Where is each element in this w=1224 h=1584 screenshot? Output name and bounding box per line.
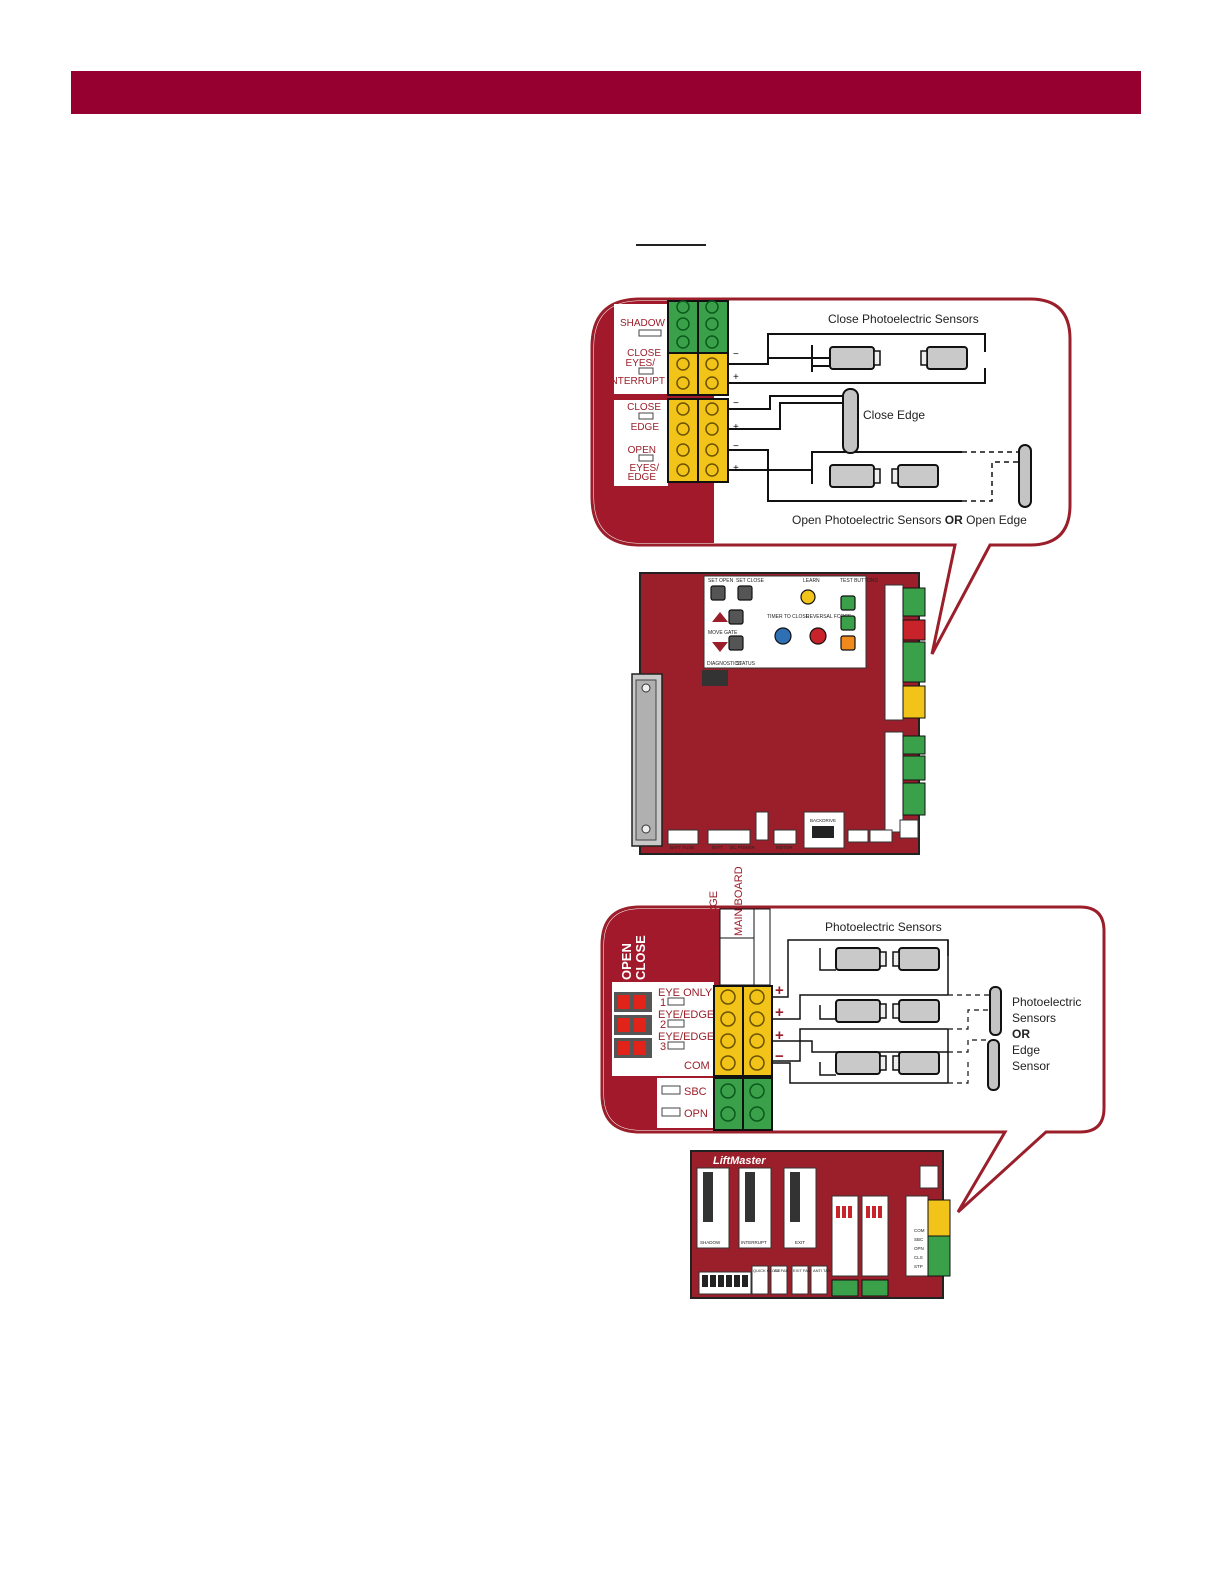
- label-com: COM: [684, 1060, 710, 1072]
- board-motor-label: MOTOR: [776, 845, 793, 850]
- label-close-eyes-1: CLOSE: [627, 348, 661, 359]
- label-open-edge-1: OPEN: [628, 445, 656, 456]
- plus-mark: +: [775, 1004, 784, 1021]
- board-buttons: [710, 585, 856, 651]
- board-test-buttons-label: TEST BUTTONS: [840, 578, 879, 584]
- board-batt-label: BATT: [712, 845, 723, 850]
- side-label-3: Edge: [1012, 1043, 1040, 1057]
- close-photo-sensor-right: [920, 346, 968, 370]
- open-edge-sensor: [1018, 444, 1032, 508]
- edge-sensor-1: [989, 986, 1002, 1036]
- board-dc-power-label: DC POWER: [730, 845, 756, 850]
- board2-exit-label: EXIT: [795, 1240, 805, 1245]
- board2-opn-label: OPN: [914, 1246, 924, 1251]
- label-opn: OPN: [684, 1108, 708, 1120]
- label-wireless-edge: WIRELESS EDGE: [708, 891, 720, 982]
- board2-interrupt-label: INTERRUPT: [741, 1240, 767, 1245]
- label-eye-only: EYE ONLY: [658, 987, 713, 999]
- label-open-edge-3: EDGE: [628, 472, 657, 483]
- wires-open-photo: [728, 449, 962, 502]
- label-sbc: SBC: [684, 1086, 707, 1098]
- board2-quick-close-label: QUICK CLOSE: [753, 1268, 781, 1273]
- label-eye-edge-3: EYE/EDGE: [658, 1031, 714, 1043]
- board2-ac-fail-label: AC FAIL: [774, 1268, 790, 1273]
- side-label-2: Sensors: [1012, 1011, 1056, 1025]
- plus-mark: +: [775, 982, 784, 999]
- minus-mark: −: [733, 441, 739, 452]
- board-brand-logo: LiftMaster: [713, 1155, 766, 1167]
- minus-mark: −: [733, 398, 739, 409]
- label-eye-edge-2: EYE/EDGE: [658, 1009, 714, 1021]
- close-edge-label: Close Edge: [863, 408, 925, 422]
- label-open: OPEN: [619, 943, 634, 980]
- close-edge-sensor: [842, 388, 859, 454]
- dip-switches: [614, 992, 652, 1058]
- plus-mark: +: [733, 463, 739, 474]
- wires-close-photo: [728, 333, 986, 384]
- label-open-edge-2: EYES/: [630, 463, 660, 474]
- open-sensors-label: Open Photoelectric Sensors OR Open Edge: [792, 513, 1027, 527]
- side-label-4: Sensor: [1012, 1059, 1050, 1073]
- photo-sensor-pair-2: [835, 999, 940, 1023]
- board-set-close-label: SET CLOSE: [736, 578, 765, 584]
- board-timer-label: TIMER TO CLOSE: [767, 614, 810, 620]
- label-shadow: SHADOW: [620, 318, 666, 329]
- label-num-1: 1: [660, 997, 666, 1009]
- photo-sensors-label: Photoelectric Sensors: [825, 920, 942, 934]
- board-set-open-label: SET OPEN: [708, 578, 734, 584]
- label-num-3: 3: [660, 1041, 666, 1053]
- board-diagnostic-display: [702, 670, 728, 686]
- board2-exit-fail-label: EXIT FAIL: [793, 1268, 812, 1273]
- board2-com-label: COM: [914, 1228, 925, 1233]
- photo-sensor-pair-3: [835, 1051, 940, 1075]
- label-num-2: 2: [660, 1019, 666, 1031]
- board2-anti-tail-label: ANTI TAIL: [813, 1268, 832, 1273]
- label-close-eyes-2: EYES/: [626, 358, 656, 369]
- label-close: CLOSE: [633, 935, 648, 980]
- open-photo-sensor-right: [891, 464, 939, 488]
- board-diagnostics-label: DIAGNOSTICS: [707, 661, 742, 667]
- board2-shadow-label: SHADOW: [700, 1240, 721, 1245]
- text-underline: [636, 244, 706, 246]
- photo-sensor-pair-1: [835, 947, 940, 971]
- plus-mark: +: [733, 372, 739, 383]
- plus-mark: +: [733, 422, 739, 433]
- side-label-or: OR: [1012, 1027, 1030, 1041]
- board-status-label: STATUS: [736, 661, 756, 667]
- board2-stp-label: STP: [914, 1264, 923, 1269]
- board-batt-fuse-label: BATT FUSE: [670, 845, 694, 850]
- minus-mark: −: [775, 1048, 784, 1065]
- page-header-bar: [71, 71, 1141, 114]
- label-main-board: MAIN BOARD: [733, 866, 745, 936]
- label-close-edge-1: CLOSE: [627, 402, 661, 413]
- plus-mark: +: [775, 1027, 784, 1044]
- board-move-gate-label: MOVE GATE: [708, 630, 738, 636]
- board2-cls-label: CLS: [914, 1255, 923, 1260]
- minus-mark: −: [733, 349, 739, 360]
- close-photo-sensors-label: Close Photoelectric Sensors: [828, 312, 979, 326]
- board2-sbc-label: SBC: [914, 1237, 924, 1242]
- label-interrupt: INTERRUPT: [608, 376, 665, 387]
- wires-close-edge: [728, 395, 843, 430]
- board-learn-label: LEARN: [803, 578, 820, 584]
- close-photo-sensor-left: [829, 346, 881, 370]
- side-label-1: Photoelectric: [1012, 995, 1081, 1009]
- label-close-edge-2: EDGE: [631, 422, 660, 433]
- edge-sensor-2: [987, 1039, 1000, 1091]
- open-photo-sensor-left: [829, 464, 881, 488]
- board-backdrive-label: BACKDRIVE: [810, 818, 836, 823]
- board-reversal-label: REVERSAL FORCE: [806, 614, 852, 620]
- wires-open-edge-dashed: [962, 451, 1019, 502]
